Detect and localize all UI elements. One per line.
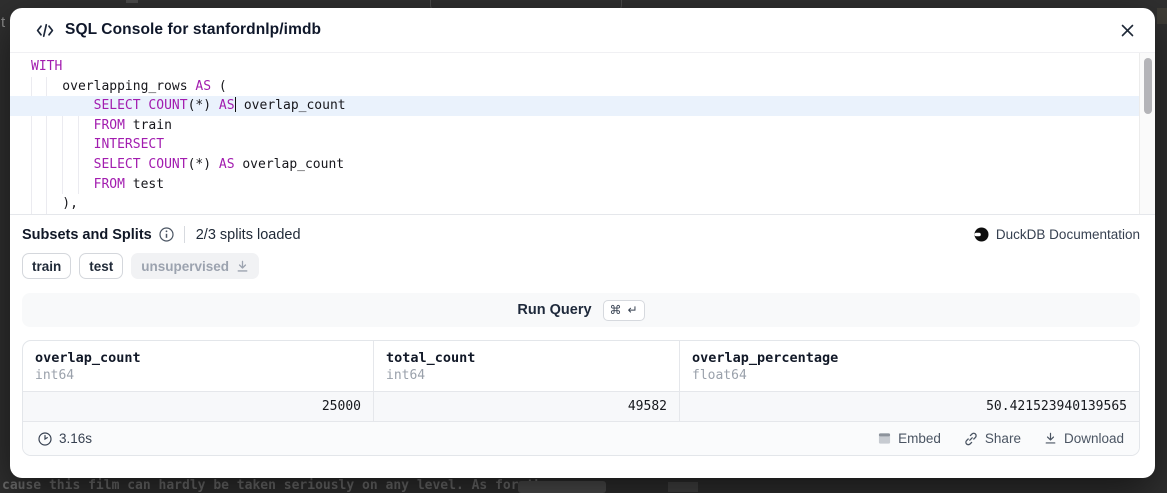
- share-label: Share: [984, 431, 1021, 446]
- run-query-label: Run Query: [517, 302, 592, 318]
- code-line[interactable]: overlapping_rows AS (: [31, 78, 227, 94]
- duckdb-documentation-label: DuckDB Documentation: [995, 227, 1140, 242]
- column-type: int64: [35, 368, 75, 383]
- keyboard-shortcut-badge: ⌘ ↵: [602, 299, 645, 321]
- code-line[interactable]: WITH: [31, 59, 63, 74]
- elapsed-label: 3.16s: [59, 431, 93, 446]
- command-key-icon: ⌘: [609, 302, 622, 317]
- split-badge-unsupervised[interactable]: unsupervised: [131, 253, 260, 279]
- duckdb-logo-icon: [974, 227, 989, 242]
- code-line[interactable]: SELECT COUNT(*) AS overlap_count: [10, 96, 1139, 116]
- run-query-button[interactable]: Run Query ⌘ ↵: [22, 293, 1140, 327]
- cell-overlap-count: 25000: [321, 399, 361, 414]
- column-header-overlap-percentage: overlap_percentage float64: [679, 341, 1139, 391]
- subsets-row: Subsets and Splits 2/3 splits loaded Duc…: [22, 226, 1140, 243]
- code-editor-content[interactable]: WITH overlapping_rows AS ( SELECT COUNT(…: [10, 53, 1139, 214]
- column-name: overlap_percentage: [692, 350, 839, 366]
- column-type: int64: [386, 368, 426, 383]
- subsets-label: Subsets and Splits: [22, 226, 152, 243]
- split-badge-test[interactable]: test: [79, 253, 124, 279]
- cell-overlap-percentage: 50.421523940139565: [679, 392, 1139, 421]
- column-name: total_count: [386, 350, 476, 366]
- code-line[interactable]: ),: [31, 196, 78, 212]
- embed-label: Embed: [898, 431, 941, 446]
- share-button[interactable]: Share: [964, 431, 1021, 446]
- sql-editor[interactable]: WITH overlapping_rows AS ( SELECT COUNT(…: [10, 53, 1155, 215]
- cell-total-count: 49582: [373, 392, 679, 421]
- indent-guide: [31, 77, 32, 214]
- enter-key-icon: ↵: [627, 302, 638, 317]
- download-label: Download: [1063, 431, 1124, 446]
- column-header-overlap-count: overlap_count int64: [23, 341, 373, 391]
- background-dimmed-text: cause this film can hardly be taken seri…: [2, 478, 550, 493]
- code-line[interactable]: SELECT COUNT(*) AS overlap_count: [93, 156, 345, 172]
- results-actions: Embed Share: [878, 431, 1124, 446]
- background-line-fragment: [126, 0, 138, 3]
- column-header-total-count: total_count int64: [373, 341, 679, 391]
- modal-header: SQL Console for stanfordnlp/imdb: [10, 8, 1155, 53]
- background-text-fragment: t: [1, 14, 6, 31]
- page-title: SQL Console for stanfordnlp/imdb: [65, 21, 322, 38]
- code-icon: [36, 23, 54, 38]
- column-name: overlap_count: [35, 350, 141, 366]
- query-elapsed-time: 3.16s: [38, 431, 92, 446]
- results-footer: 3.16s Embed: [23, 421, 1139, 455]
- info-icon[interactable]: [159, 227, 174, 242]
- code-line[interactable]: FROM test: [93, 176, 165, 192]
- divider: [183, 226, 185, 243]
- download-icon: [236, 260, 249, 273]
- split-badge-train[interactable]: train: [22, 253, 72, 279]
- download-button[interactable]: Download: [1044, 431, 1124, 446]
- text-cursor: [234, 96, 237, 112]
- query-results-card: overlap_count int64 total_count int64 ov…: [22, 340, 1140, 456]
- download-icon: [1044, 432, 1057, 445]
- sql-console-modal: SQL Console for stanfordnlp/imdb WITH ov…: [10, 8, 1155, 478]
- close-button[interactable]: [1116, 19, 1139, 42]
- link-icon: [964, 432, 978, 446]
- editor-scrollbar-thumb[interactable]: [1144, 58, 1152, 114]
- code-line[interactable]: FROM train: [93, 117, 172, 133]
- code-line[interactable]: INTERSECT: [93, 137, 165, 153]
- indent-guide: [62, 96, 63, 194]
- table-row: 25000 49582 50.421523940139565: [23, 391, 1139, 421]
- background-scrollbar-fragment: [1157, 8, 1167, 24]
- clock-icon: [38, 431, 52, 446]
- embed-icon: [878, 432, 891, 445]
- splits-loaded-status: 2/3 splits loaded: [195, 226, 301, 243]
- results-header-row: overlap_count int64 total_count int64 ov…: [23, 341, 1139, 391]
- column-type: float64: [692, 368, 747, 383]
- close-icon: [1120, 23, 1135, 38]
- indent-guide: [78, 96, 79, 194]
- background-fragment: [668, 482, 698, 492]
- editor-scrollbar-track[interactable]: [1139, 53, 1155, 214]
- indent-guide: [46, 77, 47, 214]
- duckdb-documentation-link[interactable]: DuckDB Documentation: [974, 227, 1140, 242]
- background-button-fragment: [518, 481, 606, 493]
- embed-button[interactable]: Embed: [878, 431, 941, 446]
- split-badge-label: unsupervised: [141, 258, 230, 274]
- split-badges: train test unsupervised: [22, 253, 1140, 279]
